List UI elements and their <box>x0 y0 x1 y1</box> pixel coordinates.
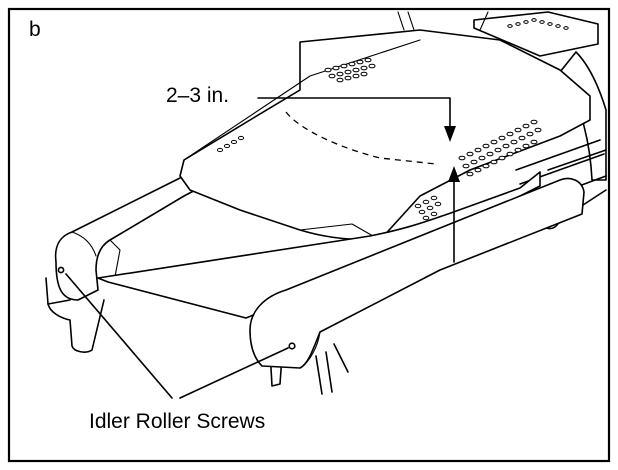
vent-holes <box>216 18 569 221</box>
gap-callout <box>257 97 460 263</box>
gap-measurement-label: 2–3 in. <box>166 84 230 107</box>
screw-leaders <box>65 273 289 399</box>
motor-hood <box>179 29 591 241</box>
panel-label: b <box>29 18 41 41</box>
idler-roller-screws-label: Idler Roller Screws <box>89 410 266 433</box>
belt-hidden-edge <box>285 111 437 165</box>
figure-border <box>7 7 611 463</box>
